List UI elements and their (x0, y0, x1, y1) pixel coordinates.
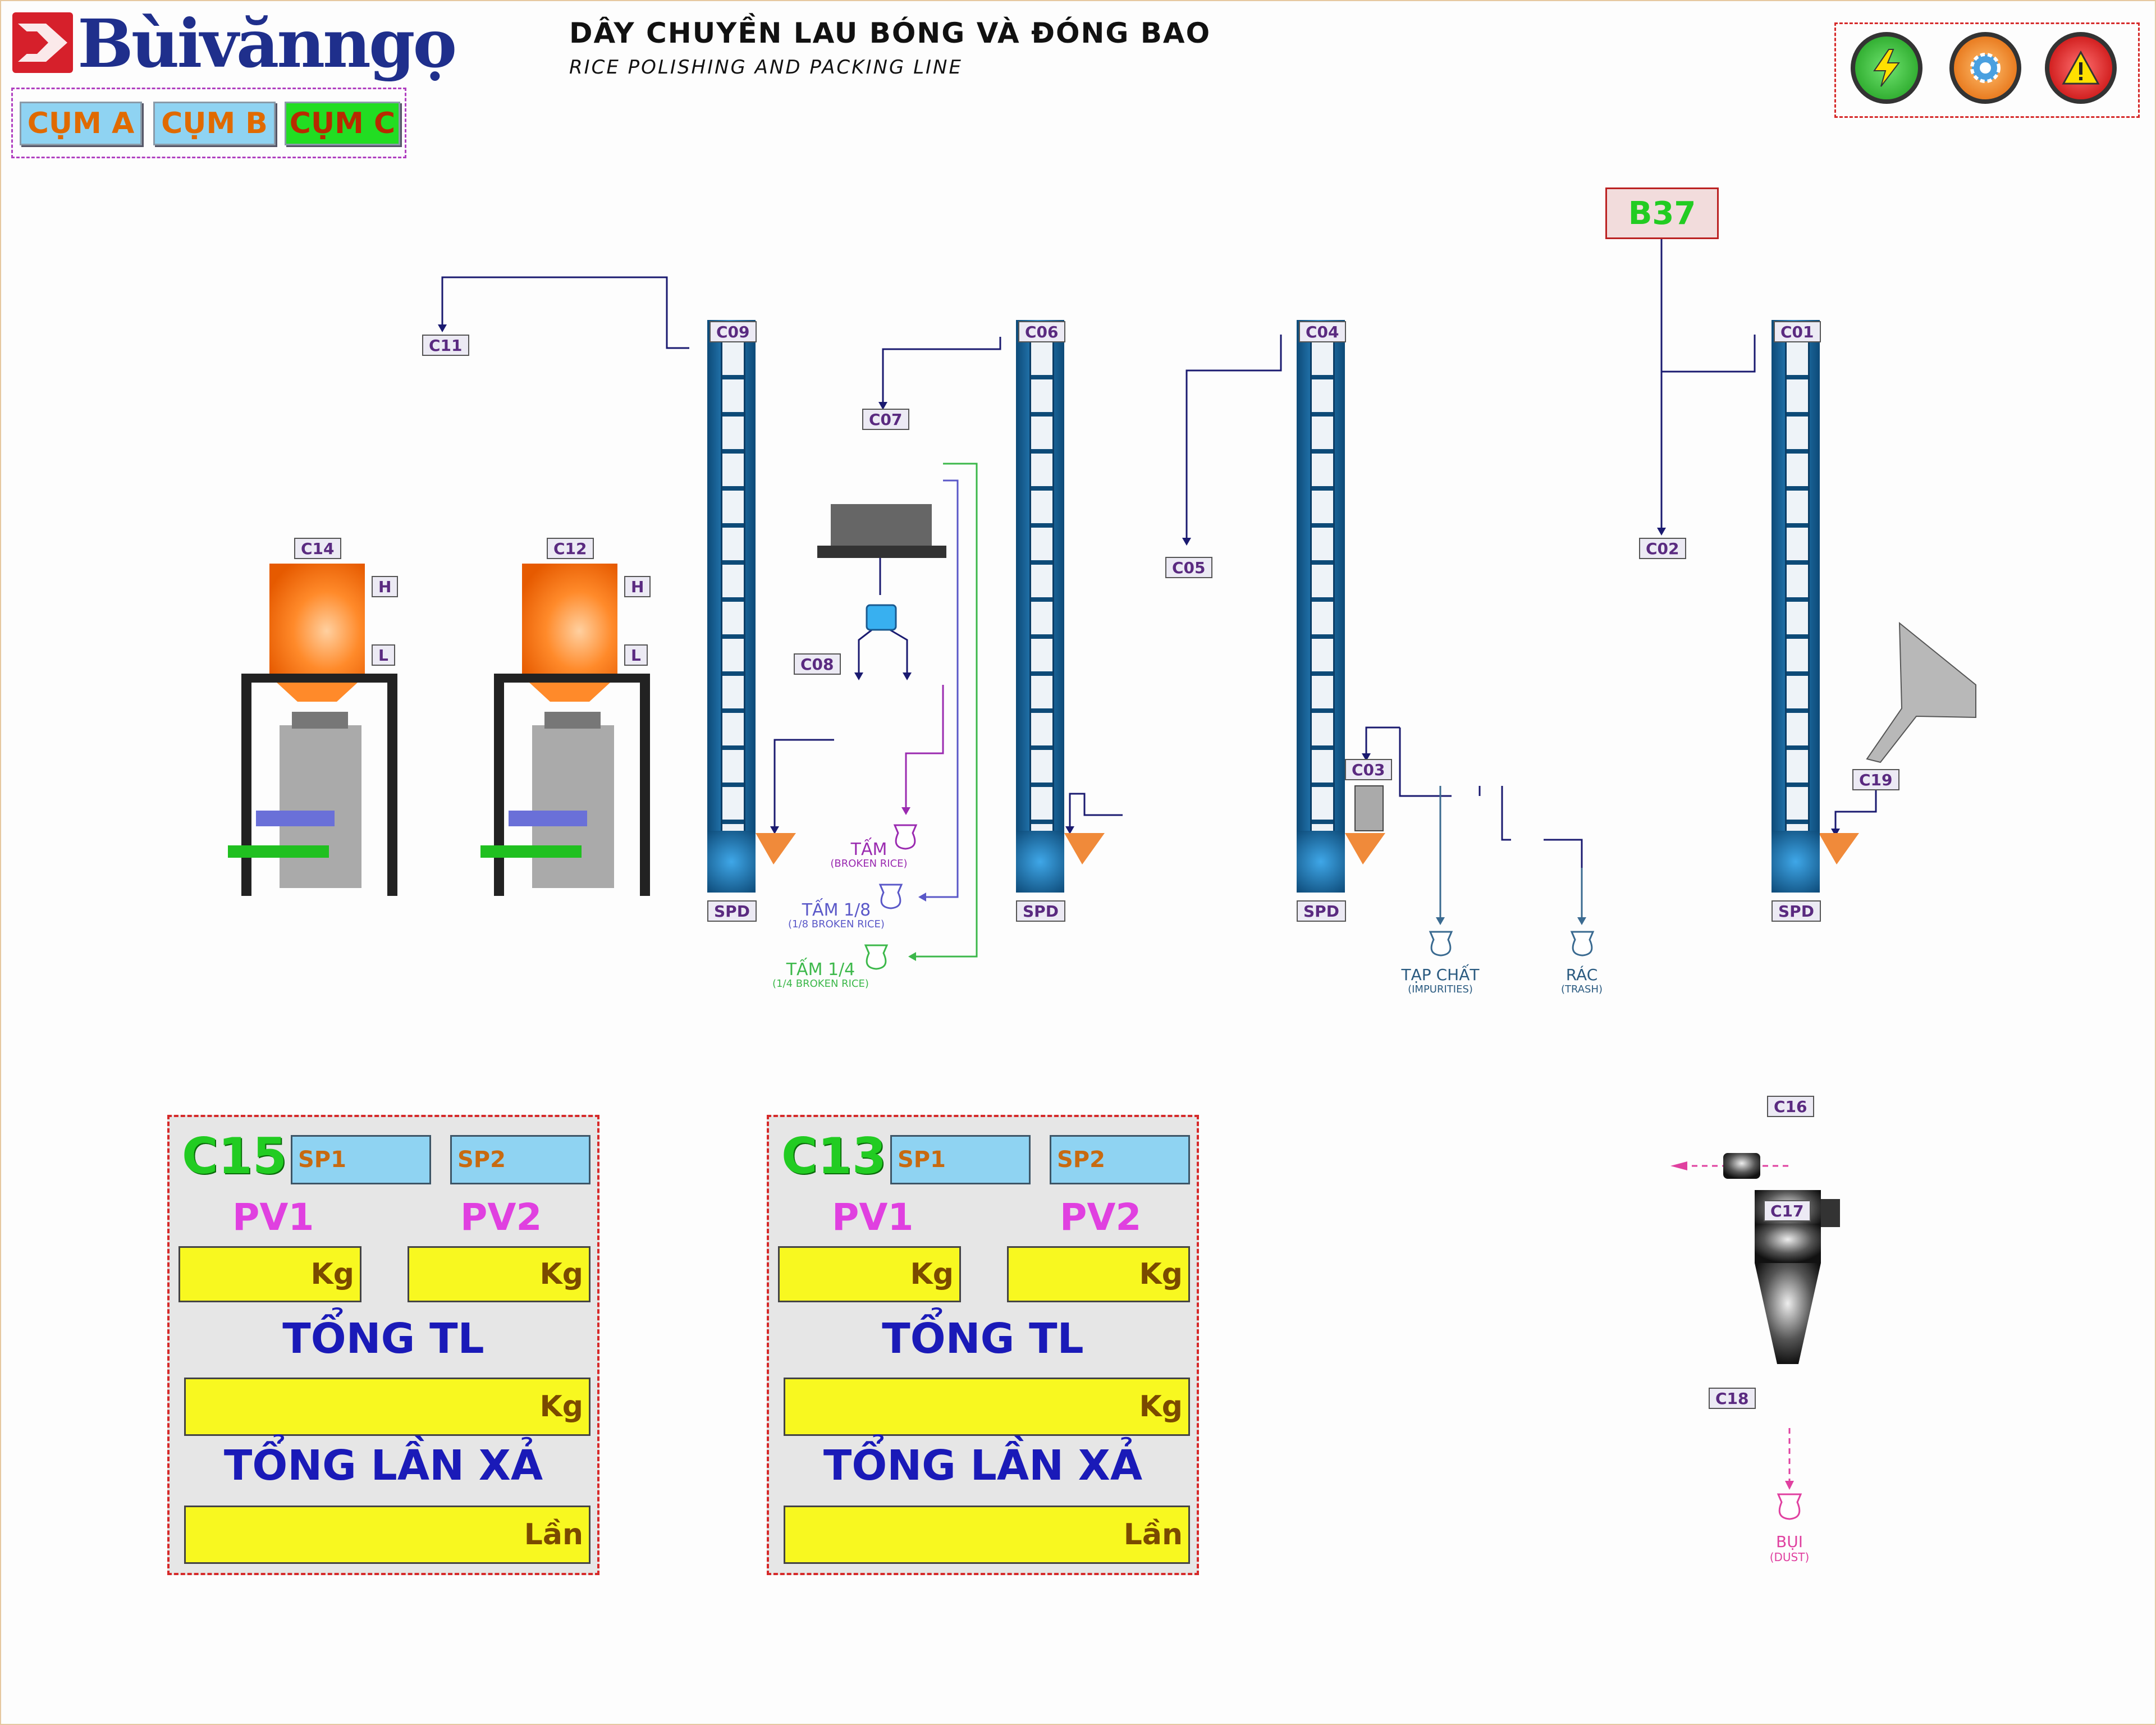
tab-cum-c[interactable]: CỤM C (285, 102, 400, 145)
tag-c06[interactable]: C06 (1018, 321, 1065, 342)
pv2-label: PV2 (460, 1196, 542, 1239)
tag-c19[interactable]: C19 (1852, 769, 1899, 790)
page-subtitle: RICE POLISHING AND PACKING LINE (569, 56, 963, 79)
unit-kg: Kg (310, 1257, 354, 1291)
tag-spd-c04[interactable]: SPD (1297, 900, 1346, 922)
unit-kg: Kg (1139, 1257, 1183, 1291)
sp2-setpoint[interactable]: SP2 (450, 1135, 591, 1184)
tag-spd-c06[interactable]: SPD (1016, 900, 1065, 922)
bag-icon (878, 884, 903, 909)
bag-icon (1777, 1493, 1802, 1520)
scale-panel-c15: C15 SP1 SP2 PV1 PV2 Kg Kg TỔNG TL Kg TỔN… (167, 1115, 599, 1575)
tag-c14[interactable]: C14 (294, 538, 341, 559)
output-broken-rice-en: (BROKEN RICE) (830, 858, 908, 870)
pv1-label: PV1 (232, 1196, 314, 1239)
output-trash: RÁC (1565, 966, 1598, 984)
tag-c12-low: L (624, 644, 648, 666)
bag-icon (1429, 931, 1453, 957)
tag-spd-c01[interactable]: SPD (1772, 900, 1821, 922)
alarm-warning-icon[interactable] (2045, 32, 2117, 104)
total-discharge-value: Lần (784, 1506, 1190, 1564)
pv2-value: Kg (408, 1246, 591, 1302)
page-title: DÂY CHUYỀN LAU BÓNG VÀ ĐÓNG BAO (569, 17, 1211, 49)
panel-id: C15 (182, 1127, 287, 1185)
tag-c04[interactable]: C04 (1299, 321, 1346, 342)
tag-c18[interactable]: C18 (1709, 1388, 1756, 1409)
total-discharge-label: TỔNG LẦN XẢ (223, 1442, 543, 1490)
output-1-4-broken-rice-en: (1/4 BROKEN RICE) (772, 978, 869, 990)
tag-c01[interactable]: C01 (1774, 321, 1821, 342)
status-panel (1834, 22, 2140, 118)
tab-cum-a[interactable]: CỤM A (20, 102, 142, 145)
unit-kg: Kg (539, 1390, 583, 1424)
b37-button[interactable]: B37 (1605, 187, 1719, 239)
tag-c16[interactable]: C16 (1767, 1096, 1814, 1117)
unit-kg: Kg (539, 1257, 583, 1291)
tag-c09[interactable]: C09 (709, 321, 757, 342)
tag-c14-high: H (372, 576, 399, 597)
unit-kg: Kg (910, 1257, 954, 1291)
bag-icon (893, 824, 918, 850)
settings-gear-icon[interactable] (1949, 32, 2021, 104)
power-lightning-icon[interactable] (1851, 32, 1922, 104)
sp1-setpoint[interactable]: SP1 (890, 1135, 1031, 1184)
brand-name: Bùivănngọ (77, 4, 457, 83)
tag-c14-low: L (372, 644, 395, 666)
pv2-value: Kg (1007, 1246, 1190, 1302)
bucket-elevator-c06[interactable] (1016, 320, 1064, 893)
bucket-elevator-c01[interactable] (1772, 320, 1820, 893)
tag-c17[interactable]: C17 (1764, 1200, 1811, 1221)
output-impurities-en: (IMPURITIES) (1408, 983, 1473, 995)
unit-times: Lần (524, 1518, 583, 1552)
total-weight-label: TỔNG TL (882, 1315, 1084, 1363)
pv1-label: PV1 (832, 1196, 914, 1239)
total-discharge-label: TỔNG LẦN XẢ (823, 1442, 1143, 1490)
tag-c11[interactable]: C11 (422, 335, 469, 356)
tag-c07[interactable]: C07 (862, 409, 909, 430)
total-discharge-value: Lần (184, 1506, 591, 1564)
unit-kg: Kg (1139, 1390, 1183, 1424)
unit-times: Lần (1123, 1518, 1183, 1552)
tag-c05[interactable]: C05 (1165, 557, 1212, 578)
bucket-elevator-c09[interactable] (707, 320, 756, 893)
output-1-8-broken-rice-en: (1/8 BROKEN RICE) (788, 918, 885, 930)
bucket-elevator-c04[interactable] (1297, 320, 1345, 893)
tag-c02[interactable]: C02 (1639, 538, 1686, 559)
output-dust: BỤI (1776, 1532, 1803, 1551)
pv1-value: Kg (778, 1246, 961, 1302)
total-weight-label: TỔNG TL (282, 1315, 484, 1363)
sp1-setpoint[interactable]: SP1 (291, 1135, 431, 1184)
output-impurities: TẠP CHẤT (1401, 966, 1480, 984)
pv2-label: PV2 (1060, 1196, 1142, 1239)
panel-id: C13 (781, 1127, 887, 1185)
total-weight-value: Kg (184, 1378, 591, 1436)
brand-logo: Bùivănngọ (8, 4, 474, 83)
bag-icon (864, 944, 889, 970)
tag-spd-c09[interactable]: SPD (707, 900, 757, 922)
scale-panel-c13: C13 SP1 SP2 PV1 PV2 Kg Kg TỔNG TL Kg TỔN… (767, 1115, 1199, 1575)
output-dust-en: (DUST) (1769, 1550, 1810, 1564)
pv1-value: Kg (178, 1246, 361, 1302)
sp2-setpoint[interactable]: SP2 (1050, 1135, 1190, 1184)
output-1-8-broken-rice: TẤM 1/8 (802, 900, 871, 920)
logo-mark-icon (12, 12, 73, 73)
cluster-tabs: CỤM A CỤM B CỤM C (11, 88, 406, 158)
tag-c08[interactable]: C08 (794, 653, 841, 675)
total-weight-value: Kg (784, 1378, 1190, 1436)
tag-c03[interactable]: C03 (1345, 759, 1392, 780)
bag-icon (1570, 931, 1595, 957)
output-broken-rice: TẤM (850, 840, 887, 859)
tag-c12-high: H (624, 576, 651, 597)
output-trash-en: (TRASH) (1560, 983, 1603, 995)
tag-c12[interactable]: C12 (547, 538, 594, 559)
output-1-4-broken-rice: TẤM 1/4 (786, 960, 855, 980)
tab-cum-b[interactable]: CỤM B (153, 102, 276, 145)
